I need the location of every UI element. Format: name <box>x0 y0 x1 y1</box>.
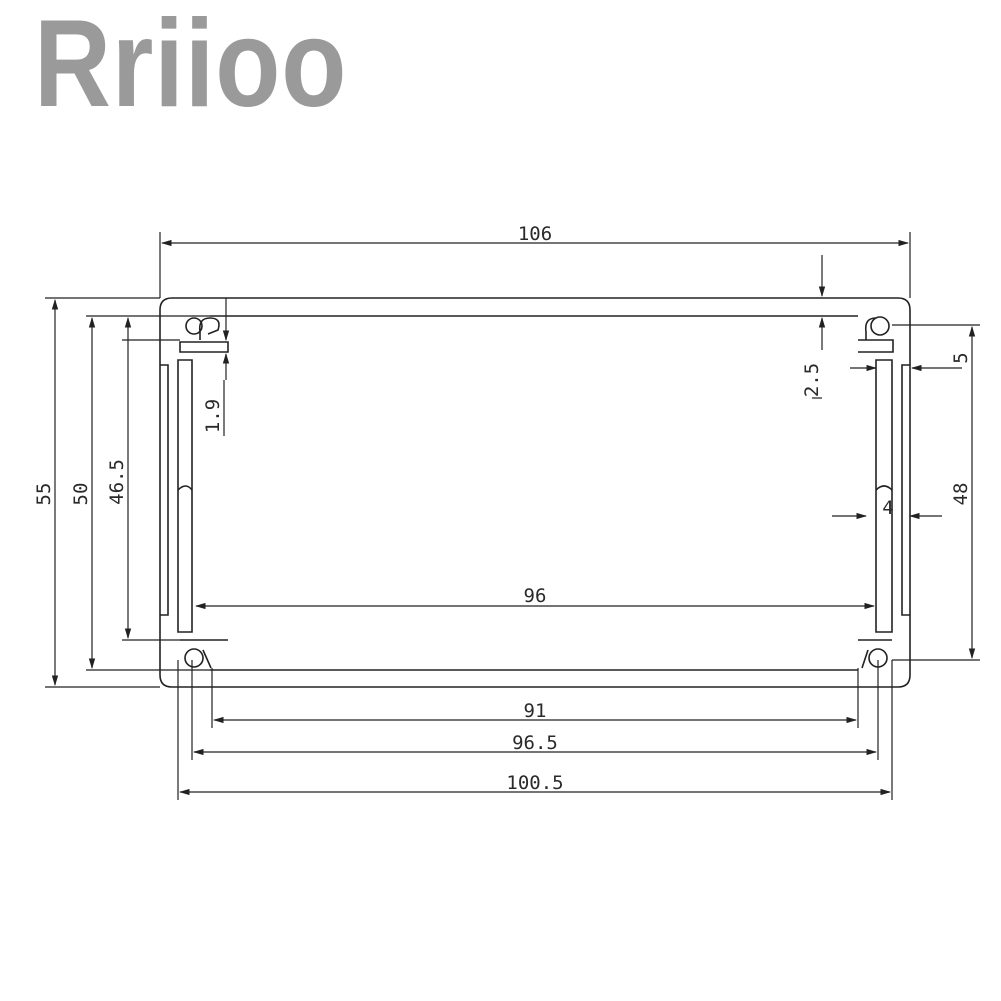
dim-slot-span-inner: 91 <box>524 700 547 722</box>
horizontal-dimensions <box>159 232 962 800</box>
brand-logo: Rriioo <box>34 0 348 133</box>
slot-bottom-right <box>858 639 892 669</box>
dim-total-height: 55 <box>33 483 55 506</box>
dim-height-46-5: 46.5 <box>106 459 128 505</box>
dimension-labels: 106 96 91 96.5 100.5 55 50 46.5 48 2.5 1… <box>33 223 972 794</box>
profile-outline <box>159 297 911 688</box>
dim-inner-width: 96 <box>524 585 547 607</box>
dim-height-48: 48 <box>950 483 972 506</box>
dim-side-5: 5 <box>950 352 972 363</box>
dim-slot-span-outer: 100.5 <box>506 772 563 794</box>
dim-slot-span-mid: 96.5 <box>512 732 558 754</box>
dim-height-50: 50 <box>70 483 92 506</box>
slot-top-left <box>185 317 220 340</box>
vertical-dimensions <box>45 255 980 688</box>
slot-top-right <box>864 316 890 340</box>
dim-wall-top: 2.5 <box>801 363 823 397</box>
slot-bottom-left <box>180 639 228 669</box>
dim-total-width: 106 <box>518 223 552 245</box>
dim-side-4: 4 <box>882 497 893 519</box>
dim-rib: 1.9 <box>202 399 224 433</box>
